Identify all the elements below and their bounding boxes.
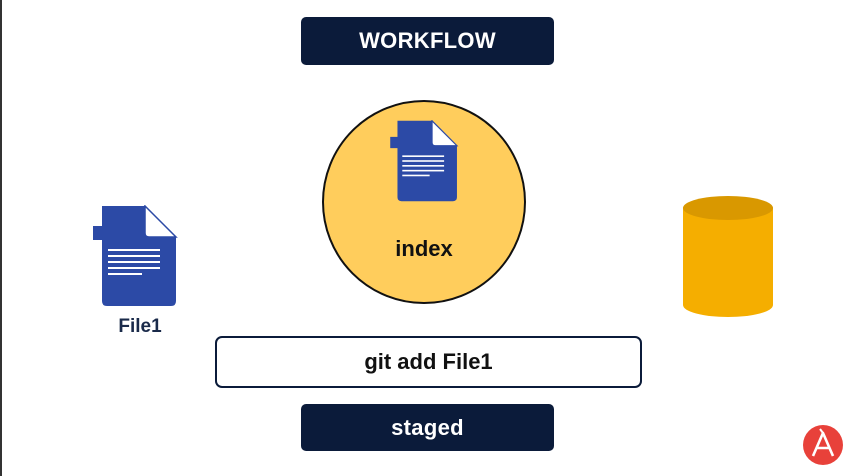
left-border: [0, 0, 2, 476]
working-file-label: File1: [118, 316, 162, 337]
command-box: git add File1: [215, 336, 642, 388]
index-circle: index: [322, 100, 526, 304]
brand-logo-icon: [803, 425, 843, 465]
repository-database-icon: [683, 196, 773, 317]
working-file-document-icon: [93, 205, 178, 306]
index-label: index: [395, 236, 453, 261]
status-label: staged: [301, 404, 554, 451]
index-document-icon: [390, 120, 459, 202]
workflow-title: WORKFLOW: [301, 17, 554, 65]
